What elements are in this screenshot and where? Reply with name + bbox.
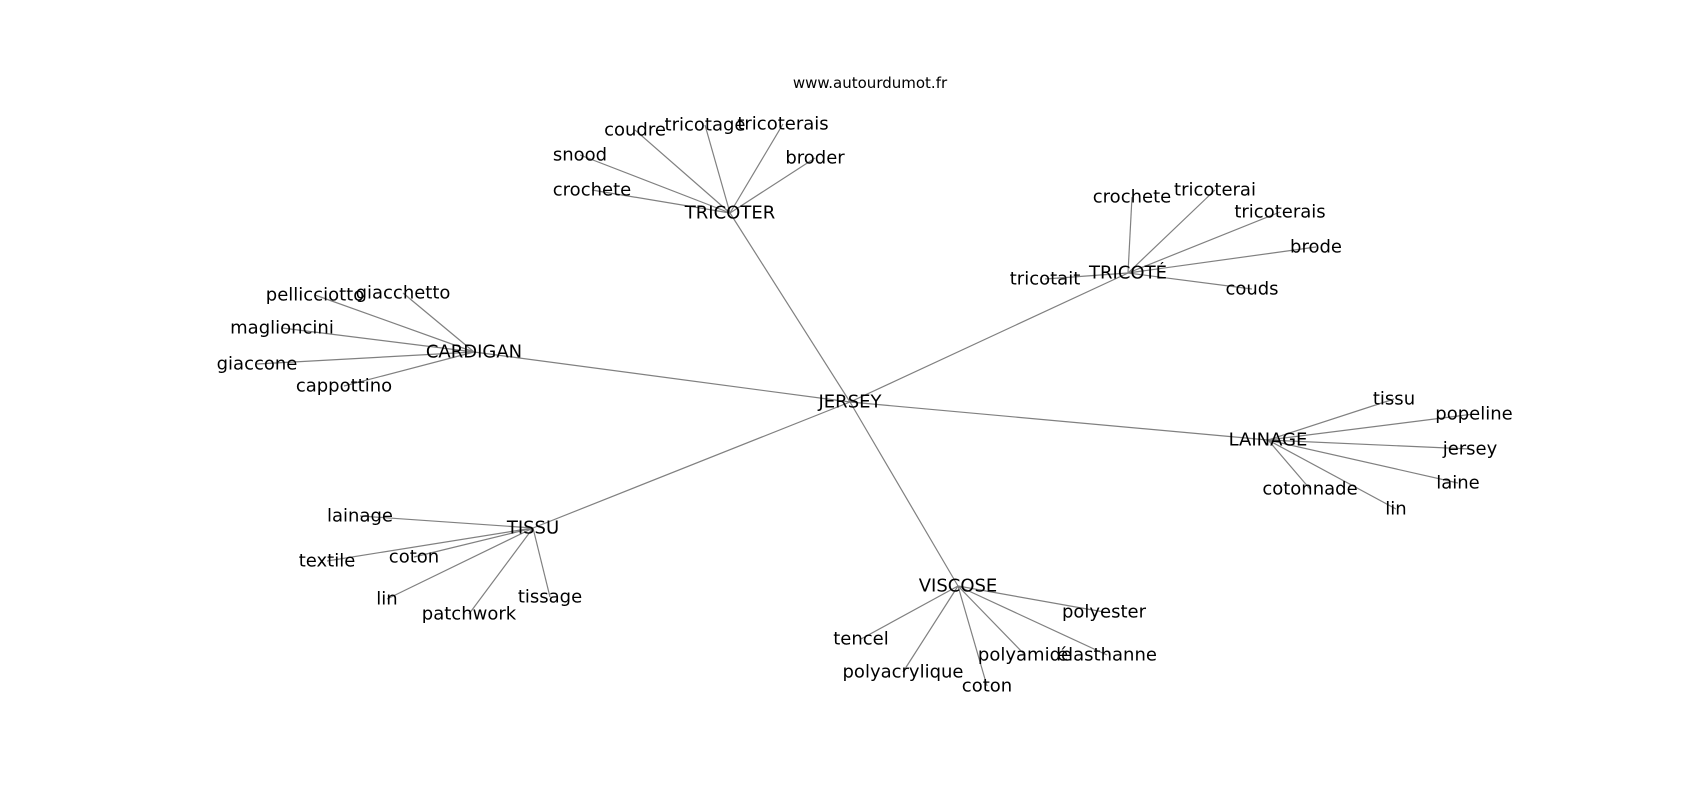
edge-viscose-tencel xyxy=(860,585,959,640)
edge-jersey-tricoter xyxy=(729,212,851,403)
node-tricoter-broder: broder xyxy=(785,148,845,169)
node-lainage-popeline: popeline xyxy=(1435,404,1512,425)
edge-lainage-laine xyxy=(1267,439,1459,484)
node-tricoter-snood: snood xyxy=(553,145,607,166)
node-hub-cardigan: CARDIGAN xyxy=(426,342,522,363)
edge-tricoter-tricotage xyxy=(704,124,731,214)
node-lainage-jersey: jersey xyxy=(1442,439,1498,460)
edge-cardigan-pellicciotto xyxy=(314,294,475,353)
edge-lainage-tissu xyxy=(1267,398,1395,441)
edge-cardigan-cappottino xyxy=(343,351,475,387)
node-hub-tricoter: TRICOTER xyxy=(684,203,775,224)
edge-tricote-couds xyxy=(1127,272,1253,290)
node-tricote-tricoterais: tricoterais xyxy=(1234,202,1325,223)
node-cardigan-giaccone: giaccone xyxy=(217,354,298,375)
edge-viscose-elasthanne xyxy=(957,585,1108,656)
edge-tissu-lin xyxy=(386,527,534,600)
site-watermark: www.autourdumot.fr xyxy=(793,74,948,92)
node-lainage-cotonnade: cotonnade xyxy=(1262,479,1357,500)
node-tricote-tricoterai: tricoterai xyxy=(1174,180,1256,201)
node-tricoter-tricotage: tricotage xyxy=(665,115,746,136)
edge-tricoter-tricoterais xyxy=(729,123,784,214)
node-lainage-laine: laine xyxy=(1436,473,1480,494)
node-tissu-coton: coton xyxy=(389,547,439,568)
edge-viscose-polyacrylique xyxy=(902,585,959,673)
edge-tissu-lainage xyxy=(359,515,534,529)
edge-tissu-textile xyxy=(326,527,534,562)
edge-tricote-brode xyxy=(1127,246,1317,274)
edge-lainage-cotonnade xyxy=(1267,439,1311,490)
node-lainage-lin: lin xyxy=(1385,499,1406,520)
node-viscose-polyacrylique: polyacrylique xyxy=(843,662,964,683)
edge-jersey-tricote xyxy=(849,272,1129,403)
edge-tissu-tissage xyxy=(532,527,551,598)
node-tissu-tissage: tissage xyxy=(518,587,582,608)
node-jersey-center: JERSEY xyxy=(818,392,883,413)
node-viscose-elasthanne: élasthanne xyxy=(1057,645,1157,666)
node-viscose-polyamide: polyamide xyxy=(978,645,1072,666)
node-tissu-textile: textile xyxy=(299,551,356,572)
edge-jersey-viscose xyxy=(849,401,959,587)
edge-tricote-tricoterai xyxy=(1127,189,1216,274)
edge-tissu-coton xyxy=(413,527,534,558)
edge-tricote-tricoterais xyxy=(1127,211,1281,274)
edge-jersey-cardigan xyxy=(473,351,851,403)
edge-lainage-popeline xyxy=(1267,413,1475,441)
edge-viscose-polyester xyxy=(957,585,1105,613)
node-hub-lainage: LAINAGE xyxy=(1229,430,1308,451)
node-cardigan-giacchetto: giacchetto xyxy=(356,283,451,304)
edge-cardigan-giacchetto xyxy=(402,292,475,353)
edge-tissu-patchwork xyxy=(468,527,534,615)
node-viscose-polyester: polyester xyxy=(1062,602,1147,623)
edge-viscose-coton xyxy=(957,585,988,687)
edges-layer xyxy=(256,123,1475,687)
edge-tricote-tricotait xyxy=(1044,272,1129,280)
edge-lainage-jersey xyxy=(1267,439,1471,450)
node-hub-tricote: TRICOTÉ xyxy=(1088,262,1167,284)
node-cardigan-maglioncini: maglioncini xyxy=(230,318,334,339)
node-tissu-lin: lin xyxy=(376,589,397,610)
edge-cardigan-maglioncini xyxy=(281,327,475,353)
edge-jersey-lainage xyxy=(849,401,1269,441)
edge-jersey-tissu xyxy=(532,401,851,529)
node-tricote-couds: couds xyxy=(1225,279,1278,300)
node-hub-viscose: VISCOSE xyxy=(919,576,998,597)
node-tricote-brode: brode xyxy=(1290,237,1342,258)
node-tricote-crochete: crochete xyxy=(1093,187,1171,208)
node-viscose-coton: coton xyxy=(962,676,1012,697)
node-cardigan-pellicciotto: pellicciotto xyxy=(266,285,364,306)
node-lainage-tissu: tissu xyxy=(1373,389,1415,410)
node-tricoter-coudre: coudre xyxy=(604,120,666,141)
node-tissu-patchwork: patchwork xyxy=(422,604,517,625)
edge-viscose-polyamide xyxy=(957,585,1026,656)
node-viscose-tencel: tencel xyxy=(833,629,889,650)
node-tissu-lainage: lainage xyxy=(327,506,393,527)
node-tricote-tricotait: tricotait xyxy=(1010,269,1081,290)
node-hub-tissu: TISSU xyxy=(506,518,559,539)
node-tricoter-tricoterais: tricoterais xyxy=(737,114,828,135)
edge-lainage-lin xyxy=(1267,439,1397,510)
edge-tricote-crochete xyxy=(1127,196,1133,274)
edge-tricoter-snood xyxy=(579,154,731,214)
labels-layer: www.autourdumot.fr JERSEYTRICOTERcoudret… xyxy=(217,74,1513,697)
node-cardigan-cappottino: cappottino xyxy=(296,376,392,397)
edge-cardigan-giaccone xyxy=(256,351,475,365)
edge-tricoter-coudre xyxy=(634,129,731,214)
edge-tricoter-broder xyxy=(729,157,816,214)
edge-tricoter-crochete xyxy=(591,189,731,214)
node-tricoter-crochete: crochete xyxy=(553,180,631,201)
